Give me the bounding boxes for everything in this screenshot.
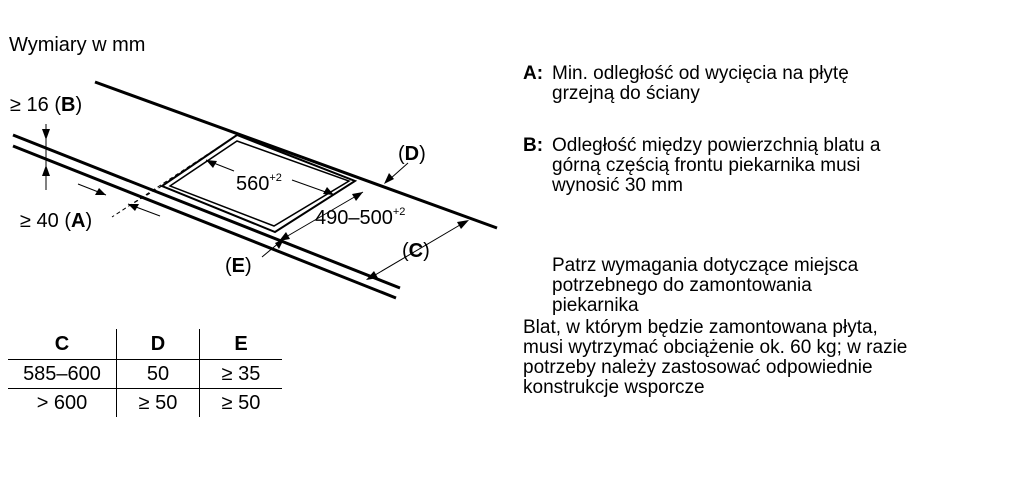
- table-cell: > 600: [36, 391, 88, 414]
- dim-e-arrow: [275, 239, 284, 249]
- note-b-key: B:: [523, 135, 544, 156]
- dashed-guide-line-2: [131, 185, 163, 205]
- cutout-outline: [159, 133, 358, 234]
- table-cell: ≥ 35: [199, 359, 282, 389]
- info-note-line: piekarnika: [552, 295, 639, 316]
- dim-a-arrow-left: [95, 188, 106, 195]
- dim-560-arrow-right: [323, 187, 334, 195]
- dim-depth-arrow-bottom: [279, 232, 290, 241]
- dim-b-arrow-bottom: [42, 165, 50, 176]
- warning-note-line: konstrukcje wsporcze: [523, 377, 705, 398]
- table-cell: ≥ 50: [199, 388, 282, 417]
- dim-d-line: [389, 162, 409, 180]
- table-cell: 585–600: [8, 359, 117, 389]
- installation-diagram: ≥ 16 (B) ≥ 40 (A) 560+2 490–500+2 (D) (C…: [10, 80, 498, 300]
- units-note: Wymiary w mm: [9, 34, 146, 56]
- dim-depth-line: [278, 191, 364, 242]
- note-a: A: Min. odległość od wycięcia na płytę g…: [523, 64, 849, 104]
- worktop-front-edge-bottom: [12, 144, 397, 300]
- info-note: Patrz wymagania dotyczące miejsca potrze…: [552, 256, 858, 316]
- note-b-line: Odległość między powierzchnią blatu a: [552, 135, 881, 156]
- cutout-width-label: 560+2: [236, 172, 282, 195]
- table-header-row: C D E: [8, 329, 282, 360]
- dim-d-label: (D): [398, 143, 426, 165]
- info-note-line: Patrz wymagania dotyczące miejsca: [552, 255, 859, 276]
- table-header-e: E: [199, 329, 282, 360]
- dim-c-arrow-top: [457, 220, 469, 229]
- warning-note-line: musi wytrzymać obciążenie ok. 60 kg; w r…: [523, 337, 908, 358]
- table-header-c: C: [8, 329, 117, 360]
- info-note-line: potrzebnego do zamontowania: [552, 275, 812, 296]
- worktop-back-edge: [94, 80, 498, 230]
- dim-c-arrow-bottom: [366, 271, 378, 280]
- cutout-inner-outline: [168, 140, 351, 227]
- dim-c-line: [369, 221, 466, 279]
- table-cell: 50: [116, 359, 200, 389]
- dim-b-arrow-top: [42, 129, 50, 140]
- cutout-depth-label: 490–500+2: [315, 206, 405, 229]
- warning-note-line: potrzeby należy zastosować odpowiednie: [523, 357, 873, 378]
- dim-560-arrow-left: [206, 160, 217, 168]
- note-a-line: grzejną do ściany: [552, 83, 700, 104]
- dashed-guide-line: [111, 134, 238, 218]
- note-b-line: wynosić 30 mm: [552, 175, 683, 196]
- dim-e-label: (E): [225, 255, 252, 277]
- table-header-d: D: [116, 329, 200, 360]
- warning-note-line: Blat, w którym będzie zamontowana płyta,: [523, 317, 878, 338]
- note-a-key: A:: [523, 63, 544, 84]
- table-row: 585–600 50 ≥ 35: [8, 359, 282, 389]
- dim-a-label: ≥ 40 (A): [20, 210, 92, 232]
- note-a-line: Min. odległość od wycięcia na płytę: [552, 63, 849, 84]
- table-cell: ≥ 50: [116, 388, 200, 417]
- note-b-line: górną częścią frontu piekarnika musi: [552, 155, 861, 176]
- dim-a-arrow-right: [128, 204, 139, 211]
- dim-b-label: ≥ 16 (B): [10, 94, 82, 116]
- table-row: > 600 ≥ 50 ≥ 50: [8, 388, 282, 417]
- warning-note: Blat, w którym będzie zamontowana płyta,…: [523, 318, 907, 398]
- clearance-table: C D E 585–600 50 ≥ 35 > 600 ≥ 50 ≥ 50: [8, 329, 282, 417]
- dim-d-arrow: [384, 173, 394, 184]
- note-b: B: Odległość między powierzchnią blatu a…: [523, 136, 880, 196]
- dim-c-label: (C): [402, 240, 430, 262]
- worktop-front-edge-top: [12, 133, 401, 290]
- dim-depth-arrow-top: [352, 192, 363, 201]
